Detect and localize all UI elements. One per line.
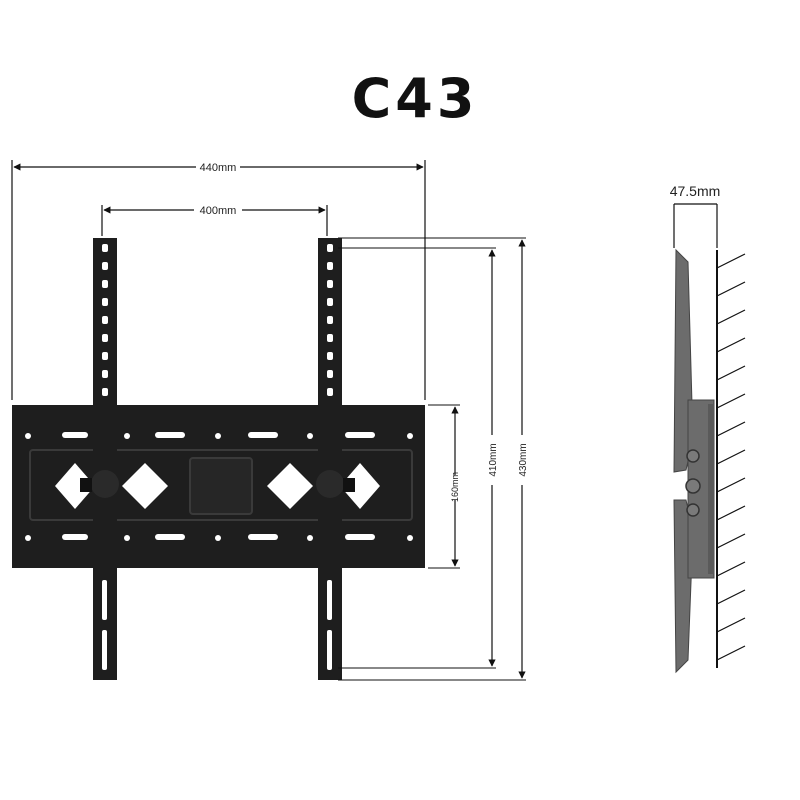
model-title: C43 [352, 67, 479, 130]
wall-plate [12, 405, 425, 568]
diamond-cutout [55, 463, 95, 509]
dimension-overall-width: 440mm [11, 160, 426, 400]
overall-height-label: 430mm [518, 443, 529, 476]
diamond-cutout [340, 463, 380, 509]
side-view: 47.5mm [670, 183, 746, 674]
plate-slots-bottom [25, 534, 413, 541]
dimension-plate-height: 160mm [428, 404, 460, 569]
diamond-cutout [122, 463, 168, 509]
right-arm [316, 238, 355, 680]
wall-hatching [716, 250, 746, 668]
left-arm [80, 238, 119, 680]
depth-label: 47.5mm [670, 183, 721, 199]
dimension-overall-height: 430mm [338, 237, 529, 681]
plate-slots-top [25, 432, 413, 439]
dimension-depth: 47.5mm [670, 183, 721, 248]
dimension-arm-spacing: 400mm [101, 205, 328, 236]
side-profile-bracket [673, 248, 715, 674]
overall-width-label: 440mm [200, 162, 237, 174]
arm-spacing-label: 400mm [200, 205, 237, 217]
dimension-inner-height: 410mm [338, 247, 499, 669]
plate-height-label: 160mm [450, 472, 460, 502]
inner-height-label: 410mm [488, 443, 499, 476]
diamond-cutout [267, 463, 313, 509]
front-view: 440mm 400mm 160mm 410mm [11, 160, 529, 681]
